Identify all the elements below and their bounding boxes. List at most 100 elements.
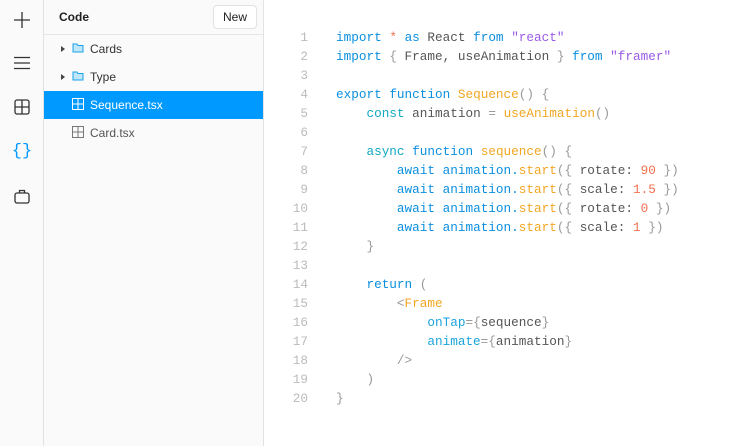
- code-token: 0: [640, 201, 649, 216]
- caret-right-icon[interactable]: [60, 42, 70, 56]
- code-line: 18 />: [264, 351, 730, 370]
- code-token: from: [572, 49, 603, 64]
- code-token: function: [389, 87, 451, 102]
- code-token: [336, 144, 366, 159]
- code-token: 90: [640, 163, 656, 178]
- code-token: (: [419, 277, 428, 292]
- code-token: [435, 201, 443, 216]
- tree-file[interactable]: Card.tsx: [44, 119, 263, 147]
- line-code: await animation.start({ rotate: 90 }): [336, 161, 679, 180]
- code-token: Frame, useAnimation: [396, 49, 557, 64]
- code-token: start: [518, 182, 557, 197]
- code-token: [336, 163, 397, 178]
- code-token: start: [518, 220, 557, 235]
- panel-header: Code New: [44, 0, 263, 35]
- line-number: 14: [292, 277, 308, 292]
- code-token: [435, 163, 443, 178]
- code-token: }: [556, 49, 565, 64]
- code-token: }): [663, 163, 679, 178]
- line-number: 16: [292, 315, 308, 330]
- code-token: animation.: [442, 163, 519, 178]
- code-token: ({: [556, 182, 573, 197]
- code-token: />: [396, 353, 413, 368]
- line-number: 18: [292, 353, 308, 368]
- line-code: export function Sequence() {: [336, 85, 549, 104]
- tree-item-label: Cards: [90, 42, 123, 56]
- code-line: 12 }: [264, 237, 730, 256]
- grid-icon[interactable]: [8, 93, 36, 121]
- code-token: ({: [556, 163, 573, 178]
- code-line: 6: [264, 123, 730, 142]
- code-token: 1.5: [633, 182, 656, 197]
- code-line: 14 return (: [264, 275, 730, 294]
- code-token: [435, 182, 443, 197]
- code-token: animation.: [442, 201, 519, 216]
- caret-right-icon[interactable]: [60, 70, 70, 84]
- line-number: 9: [300, 182, 308, 197]
- code-token: [397, 30, 405, 45]
- code-token: [336, 106, 366, 121]
- code-token: () {: [541, 144, 573, 159]
- code-token: async: [366, 144, 405, 159]
- code-line: 3: [264, 66, 730, 85]
- code-line: 17 animate={animation}: [264, 332, 730, 351]
- code-token: useAnimation: [503, 106, 595, 121]
- line-code: import { Frame, useAnimation } from "fra…: [336, 47, 671, 66]
- code-token: animation.: [442, 220, 519, 235]
- code-token: ={: [465, 315, 481, 330]
- code-token: await: [396, 163, 435, 178]
- code-line: 15 <Frame: [264, 294, 730, 313]
- line-code: animate={animation}: [336, 332, 572, 351]
- code-token: }: [366, 239, 375, 254]
- line-number: 8: [300, 163, 308, 178]
- code-token: ): [366, 372, 375, 387]
- code-token: const: [366, 106, 405, 121]
- code-token: ({: [556, 220, 573, 235]
- code-token: }): [663, 182, 679, 197]
- line-number: 12: [292, 239, 308, 254]
- code-braces-icon[interactable]: {}: [11, 141, 33, 161]
- code-line: 7 async function sequence() {: [264, 142, 730, 161]
- line-number: 13: [292, 258, 308, 273]
- line-code: onTap={sequence}: [336, 313, 549, 332]
- code-token: rotate:: [572, 201, 641, 216]
- code-token: [450, 87, 458, 102]
- line-code: async function sequence() {: [336, 142, 572, 161]
- line-code: await animation.start({ scale: 1.5 }): [336, 180, 679, 199]
- folder-icon: [72, 42, 84, 56]
- new-button[interactable]: New: [212, 5, 257, 29]
- code-token: as: [404, 30, 420, 45]
- code-token: [496, 106, 504, 121]
- code-token: [336, 182, 397, 197]
- code-token: 1: [633, 220, 641, 235]
- code-line: 9 await animation.start({ scale: 1.5 }): [264, 180, 730, 199]
- code-token: sequence: [480, 144, 542, 159]
- tree-folder[interactable]: Cards: [44, 35, 263, 63]
- code-token: [564, 49, 572, 64]
- line-code: await animation.start({ scale: 1 }): [336, 218, 664, 237]
- briefcase-icon[interactable]: [8, 182, 36, 210]
- code-token: React: [419, 30, 474, 45]
- line-number: 7: [300, 144, 308, 159]
- code-line: 19 ): [264, 370, 730, 389]
- code-line: 16 onTap={sequence}: [264, 313, 730, 332]
- line-number: 19: [292, 372, 308, 387]
- code-token: import: [336, 49, 382, 64]
- line-code: ): [336, 370, 374, 389]
- plus-icon[interactable]: [8, 6, 36, 34]
- code-token: ({: [556, 201, 573, 216]
- menu-icon[interactable]: [8, 49, 36, 77]
- code-token: animation: [404, 106, 489, 121]
- line-code: await animation.start({ rotate: 0 }): [336, 199, 671, 218]
- line-code: return (: [336, 275, 427, 294]
- code-token: *: [389, 30, 397, 45]
- code-token: {: [389, 49, 397, 64]
- tree-folder[interactable]: Type: [44, 63, 263, 91]
- component-file-icon: [72, 97, 84, 113]
- code-line: 5 const animation = useAnimation(): [264, 104, 730, 123]
- tree-file[interactable]: Sequence.tsx: [44, 91, 263, 119]
